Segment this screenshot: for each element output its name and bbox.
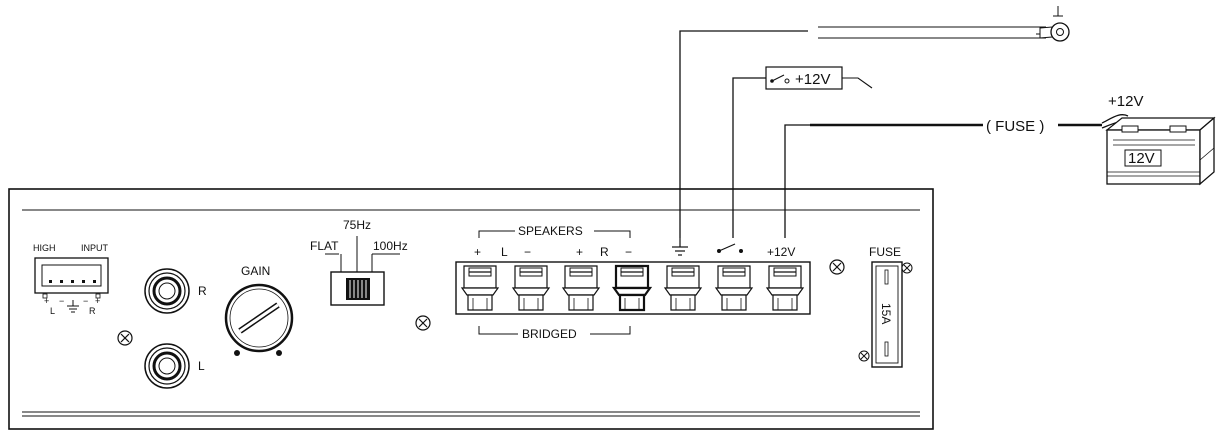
speakers-title: SPEAKERS xyxy=(518,224,583,238)
input-left-label: L xyxy=(50,306,55,316)
spk-right-minus: − xyxy=(625,245,632,259)
bridged-label: BRIDGED xyxy=(522,327,577,341)
gain-max-dot xyxy=(276,350,282,356)
freq-75-label: 75Hz xyxy=(343,218,371,232)
bridged-label-group: BRIDGED xyxy=(478,326,631,341)
gain-label: GAIN xyxy=(241,264,270,278)
screw-icon xyxy=(858,350,870,362)
freq-100-label: 100Hz xyxy=(373,239,408,253)
fuse-inner xyxy=(875,265,899,364)
switch-icon xyxy=(770,74,790,84)
terminal-left-minus[interactable] xyxy=(511,265,551,311)
spk-left-label: L xyxy=(501,245,508,259)
remote-switch-icon xyxy=(717,243,743,253)
fuse-holder: FUSE 15A xyxy=(869,245,903,368)
screw-icon xyxy=(901,262,913,274)
connector-pin xyxy=(49,280,52,283)
screw-icon xyxy=(829,259,845,275)
rca-right-label: R xyxy=(198,284,207,298)
power-12v-label: +12V xyxy=(767,245,795,259)
connector-pin xyxy=(82,280,85,283)
power-wire: ( FUSE ) xyxy=(784,114,1131,238)
high-input-connector: HIGH INPUT + − − + L R xyxy=(33,243,109,316)
ground-icon xyxy=(67,300,79,313)
battery-label: 12V xyxy=(1128,150,1155,167)
terminal-ground[interactable] xyxy=(663,265,703,311)
high-label: HIGH xyxy=(33,243,56,253)
terminal-right-plus[interactable] xyxy=(561,265,601,311)
terminal-left-plus[interactable] xyxy=(460,265,500,311)
input-plus-right: + xyxy=(95,296,100,306)
terminal-remote[interactable] xyxy=(714,265,754,311)
input-plus-left: + xyxy=(44,296,49,306)
fuse-inline-label: ( FUSE ) xyxy=(986,118,1044,135)
spk-right-label: R xyxy=(600,245,609,259)
spk-left-minus: − xyxy=(524,245,531,259)
terminal-power[interactable] xyxy=(765,265,805,311)
connector-pin xyxy=(93,280,96,283)
rca-left-label: L xyxy=(198,359,205,373)
flat-label: FLAT xyxy=(310,239,339,253)
battery-label-plate xyxy=(1124,149,1162,167)
connector-pin xyxy=(71,280,74,283)
rca-jack-right: R xyxy=(144,268,207,314)
speakers-group-label: SPEAKERS + L − + R − +12V xyxy=(474,224,795,259)
ground-icon xyxy=(672,238,688,256)
fuse-title: FUSE xyxy=(869,245,901,259)
terminal-right-minus[interactable] xyxy=(611,264,653,312)
connector-tab xyxy=(42,293,48,299)
gain-min-dot xyxy=(234,350,240,356)
input-label: INPUT xyxy=(81,243,109,253)
spk-right-plus: + xyxy=(576,245,583,259)
crossover-switch[interactable]: 75Hz FLAT 100Hz xyxy=(310,218,408,306)
gain-knob[interactable]: GAIN xyxy=(224,264,294,356)
screw-icon xyxy=(117,330,133,346)
ground-wire xyxy=(679,6,1070,238)
rca-jack-left: L xyxy=(144,343,205,389)
connector-pin xyxy=(60,280,63,283)
switch-12v-label: +12V xyxy=(795,71,830,88)
ring-terminal-icon xyxy=(1039,22,1070,42)
battery-voltage-label: +12V xyxy=(1108,93,1143,110)
chassis-ground-icon xyxy=(1053,6,1063,17)
screw-icon xyxy=(415,315,431,331)
battery-icon: +12V 12V xyxy=(1105,93,1216,186)
input-minus-right: − xyxy=(83,296,88,306)
remote-wire: +12V xyxy=(732,66,873,238)
connector-tab xyxy=(95,293,101,299)
spk-left-plus: + xyxy=(474,245,481,259)
input-minus-left: − xyxy=(59,296,64,306)
input-right-label: R xyxy=(89,306,96,316)
connector-inner xyxy=(41,264,102,287)
fuse-rating: 15A xyxy=(879,303,893,324)
